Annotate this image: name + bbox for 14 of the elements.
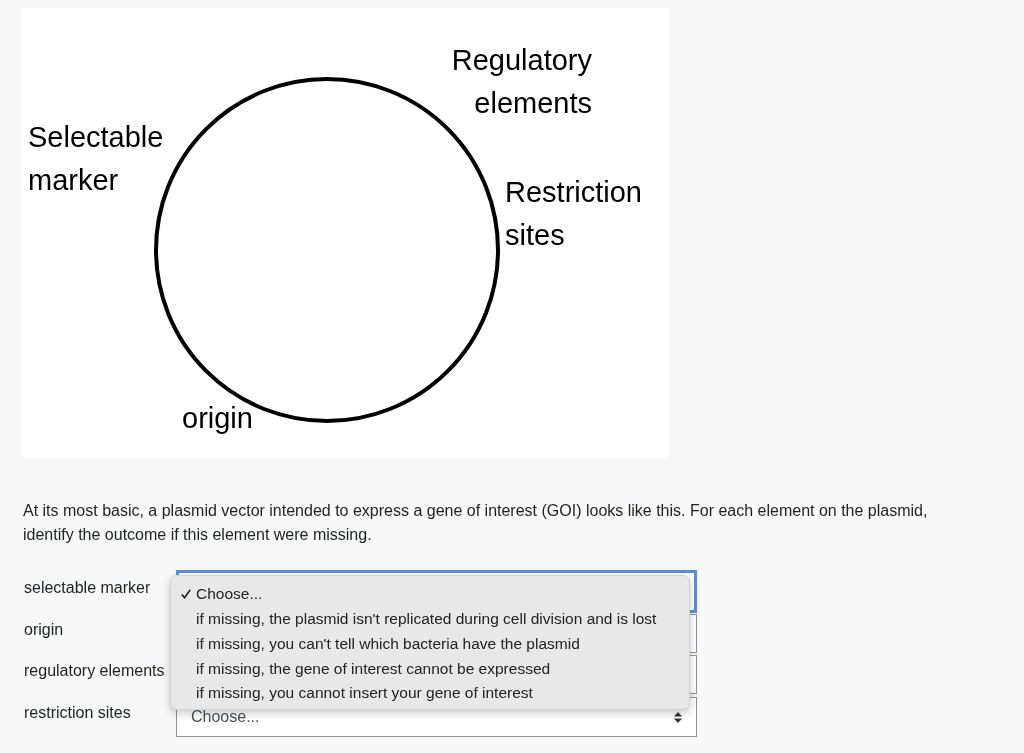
part-label: Restriction sites <box>505 175 642 253</box>
dropdown-menu <box>170 575 690 710</box>
field-label: selectable marker <box>24 578 151 598</box>
part-label: origin <box>182 401 253 436</box>
menu-option: Choose... <box>196 585 263 603</box>
part-label: Regulatory elements <box>451 43 592 121</box>
menu-option: if missing, the plasmid isn't replicated during cell division and is lost <box>196 610 657 628</box>
field-label: origin <box>24 620 64 640</box>
part-label: Selectable marker <box>28 120 164 198</box>
field-label: restriction sites <box>24 703 131 723</box>
menu-option: if missing, you can't tell which bacteria have the plasmid <box>196 635 580 653</box>
menu-option: if missing, the gene of interest cannot be expressed <box>196 660 551 678</box>
field-label: regulatory elements <box>24 661 165 681</box>
question-text: At its most basic, a plasmid vector intended to express a gene of interest (GOI) looks like this. For each element on the plasmid, identify the outcome if this element were missing. <box>23 501 929 545</box>
